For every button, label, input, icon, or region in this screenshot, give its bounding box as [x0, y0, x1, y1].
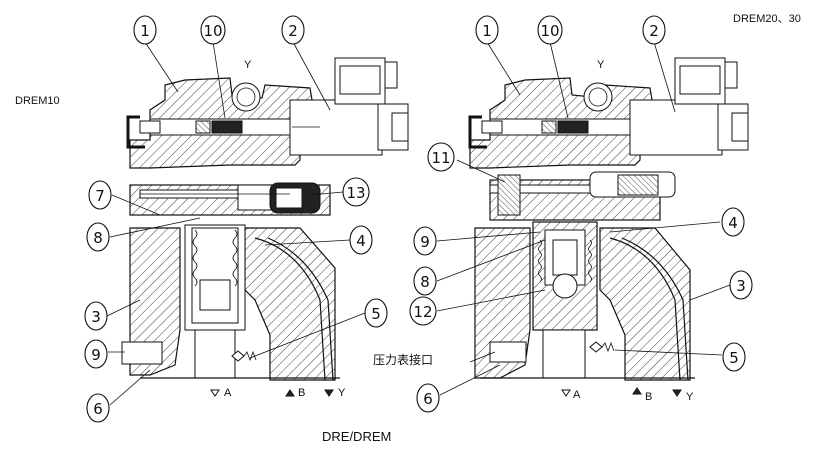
- left-callout-13: 13: [342, 177, 370, 207]
- right-callout-6: 6: [416, 383, 440, 413]
- svg-text:10: 10: [203, 22, 222, 40]
- top-right-label: DREM20、30: [733, 13, 801, 25]
- svg-text:5: 5: [729, 349, 739, 367]
- left-model-label: DREM10: [15, 95, 60, 107]
- right-port-y: Y: [686, 391, 694, 403]
- svg-text:1: 1: [140, 22, 150, 40]
- svg-text:9: 9: [420, 233, 430, 251]
- left-port-a: A: [224, 387, 232, 399]
- caption: DRE/DREM: [322, 429, 391, 444]
- right-port-b: B: [645, 391, 652, 403]
- left-callout-1: 1: [133, 15, 157, 45]
- svg-text:5: 5: [371, 305, 381, 323]
- svg-text:13: 13: [346, 184, 365, 202]
- svg-text:7: 7: [95, 187, 105, 205]
- right-callout-12: 12: [409, 296, 437, 326]
- right-callout-1: 1: [475, 15, 499, 45]
- svg-text:3: 3: [736, 277, 746, 295]
- left-callout-8: 8: [86, 222, 110, 252]
- left-callout-2: 2: [281, 15, 305, 45]
- right-callout-8: 8: [413, 266, 437, 296]
- right-callout-5: 5: [722, 342, 746, 372]
- svg-text:2: 2: [288, 22, 298, 40]
- right-callout-9: 9: [413, 226, 437, 256]
- left-callout-5: 5: [364, 298, 388, 328]
- right-callout-3: 3: [729, 270, 753, 300]
- left-callout-7: 7: [88, 180, 112, 210]
- svg-text:6: 6: [93, 400, 103, 418]
- port-triangle-icon: [210, 389, 220, 397]
- gauge-port-label: 压力表接口: [373, 352, 433, 367]
- right-callout-2: 2: [642, 15, 666, 45]
- check-valve-symbol-icon: [231, 350, 257, 362]
- svg-text:3: 3: [91, 308, 101, 326]
- left-callout-3: 3: [84, 301, 108, 331]
- right-callout-10: 10: [537, 15, 563, 45]
- svg-text:4: 4: [728, 214, 738, 232]
- left-callout-10: 10: [200, 15, 226, 45]
- svg-text:2: 2: [649, 22, 659, 40]
- right-port-top-y: Y: [597, 59, 605, 71]
- left-callout-4: 4: [349, 225, 373, 255]
- svg-text:1: 1: [482, 22, 492, 40]
- left-port-y: Y: [338, 387, 346, 399]
- left-callout-9: 9: [84, 339, 108, 369]
- svg-text:11: 11: [431, 149, 450, 167]
- svg-text:9: 9: [91, 346, 101, 364]
- right-port-a: A: [573, 389, 581, 401]
- svg-text:10: 10: [540, 22, 559, 40]
- svg-text:6: 6: [423, 390, 433, 408]
- left-port-top-y: Y: [244, 59, 252, 71]
- left-valve-section: A B Y Y 1 10 2 7: [84, 15, 409, 423]
- right-callout-4: 4: [721, 207, 745, 237]
- svg-text:12: 12: [413, 303, 432, 321]
- left-callout-6: 6: [86, 393, 110, 423]
- svg-text:8: 8: [420, 273, 430, 291]
- right-valve-section: A B Y Y 1 10 2 11: [409, 15, 753, 413]
- svg-text:4: 4: [356, 232, 366, 250]
- left-port-b: B: [298, 387, 305, 399]
- svg-text:8: 8: [93, 229, 103, 247]
- right-callout-11: 11: [427, 142, 455, 172]
